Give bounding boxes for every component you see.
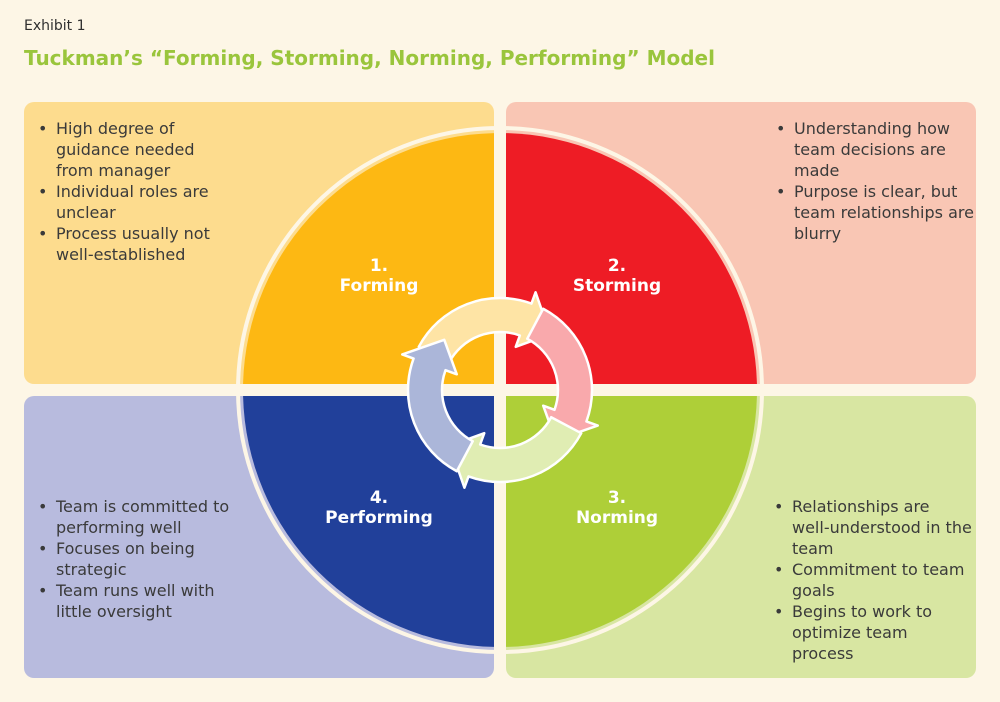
forming-bullet-list: High degree of guidance needed from mana…	[36, 118, 236, 265]
list-item: Commitment to team goals	[772, 559, 972, 601]
storming-bullet-list: Understanding how team decisions are mad…	[774, 118, 974, 244]
forming-quadrant	[243, 133, 494, 384]
list-item: Process usually not well-established	[36, 223, 236, 265]
performing-stage-label: 4. Performing	[289, 488, 469, 528]
storming-name: Storming	[572, 276, 662, 296]
norming-number: 3.	[607, 488, 627, 508]
norming-quadrant	[506, 396, 757, 647]
norming-stage-label: 3. Norming	[527, 488, 707, 528]
performing-quadrant	[243, 396, 494, 647]
list-item: Focuses on being strategic	[36, 538, 236, 580]
list-item: Begins to work to optimize team process	[772, 601, 972, 664]
list-item: High degree of guidance needed from mana…	[36, 118, 236, 181]
performing-name: Performing	[325, 508, 433, 528]
performing-number: 4.	[369, 488, 389, 508]
list-item: Purpose is clear, but team relationships…	[774, 181, 974, 244]
diagram-title: Tuckman’s “Forming, Storming, Norming, P…	[24, 46, 715, 70]
performing-bullet-list: Team is committed to performing well Foc…	[36, 496, 236, 622]
list-item: Team runs well with little oversight	[36, 580, 236, 622]
list-item: Relationships are well-understood in the…	[772, 496, 972, 559]
performing-to-forming-arrow-icon	[401, 338, 475, 473]
forming-stage-label: 1. Forming	[289, 256, 469, 296]
storming-number: 2.	[607, 256, 627, 276]
cycle-arrows	[401, 291, 599, 489]
norming-to-performing-arrow-icon	[448, 415, 583, 489]
forming-name: Forming	[339, 276, 419, 296]
norming-name: Norming	[575, 508, 659, 528]
storming-quadrant	[506, 133, 757, 384]
list-item: Understanding how team decisions are mad…	[774, 118, 974, 181]
forming-to-storming-arrow-icon	[417, 291, 552, 365]
forming-number: 1.	[369, 256, 389, 276]
norming-bullet-list: Relationships are well-understood in the…	[772, 496, 972, 664]
list-item: Team is committed to performing well	[36, 496, 236, 538]
wheel-outline	[236, 126, 764, 654]
exhibit-label: Exhibit 1	[24, 18, 86, 34]
storming-stage-label: 2. Storming	[527, 256, 707, 296]
list-item: Individual roles are unclear	[36, 181, 236, 223]
storming-to-norming-arrow-icon	[525, 307, 599, 442]
